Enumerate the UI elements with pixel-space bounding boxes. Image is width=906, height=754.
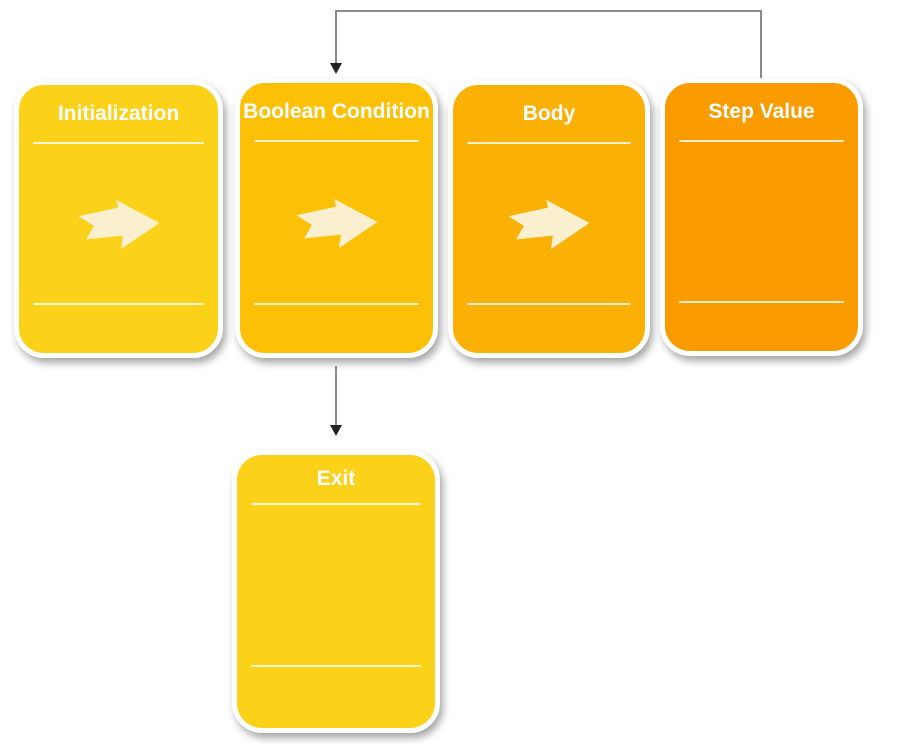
exit-arrowhead-icon [330, 425, 342, 436]
header-divider [467, 142, 631, 144]
card-footer [665, 303, 858, 351]
footer-divider [33, 303, 204, 305]
card-content [240, 142, 433, 303]
card-footer [19, 305, 218, 353]
header-divider [254, 140, 419, 142]
card-title-exit: Exit [316, 467, 356, 490]
card-title-initialization: Initialization [57, 101, 180, 125]
header-divider [33, 142, 204, 144]
header-divider [251, 503, 421, 505]
card-step-value[interactable]: Step Value [660, 78, 863, 356]
card-footer [453, 305, 645, 353]
card-footer [237, 667, 435, 728]
card-content [19, 144, 218, 303]
header-divider [679, 140, 844, 142]
card-title-body: Body [522, 101, 576, 125]
forward-arrow-icon [78, 199, 159, 249]
card-header: Initialization [19, 85, 218, 142]
card-title-step-value: Step Value [708, 99, 815, 123]
forward-arrow-icon [508, 199, 590, 249]
loopback-connector-line [335, 10, 762, 80]
footer-divider [251, 665, 421, 667]
card-content [237, 505, 435, 665]
card-header: Exit [237, 455, 435, 503]
card-header: Step Value [665, 83, 858, 140]
loopback-arrowhead-icon [330, 63, 342, 74]
card-boolean-condition[interactable]: Boolean Condition [235, 78, 438, 358]
footer-divider [679, 301, 844, 303]
card-exit[interactable]: Exit [232, 450, 440, 733]
card-content [665, 142, 858, 301]
card-body[interactable]: Body [448, 80, 650, 358]
card-header: Boolean Condition [240, 83, 433, 140]
card-initialization[interactable]: Initialization [14, 80, 223, 358]
forward-arrow-icon [296, 198, 377, 248]
card-header: Body [453, 85, 645, 142]
footer-divider [254, 303, 419, 305]
card-footer [240, 305, 433, 353]
footer-divider [467, 303, 631, 305]
card-content [453, 144, 645, 303]
card-title-boolean-condition: Boolean Condition [243, 99, 430, 123]
